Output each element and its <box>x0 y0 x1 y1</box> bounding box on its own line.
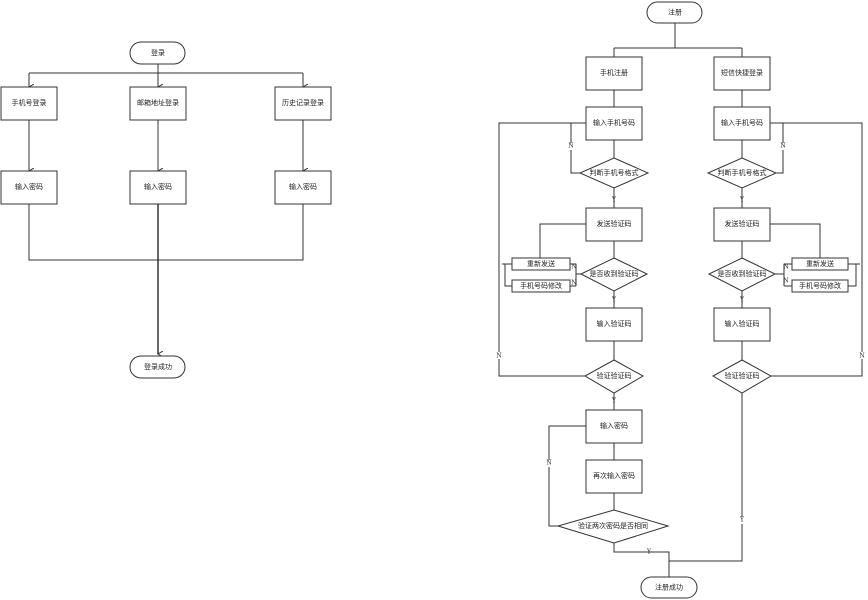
login-end-terminal <box>129 355 186 379</box>
edge-label-yes: Y <box>646 549 652 556</box>
right-resend-box <box>791 257 849 271</box>
edge-label-yes: Y <box>739 197 745 204</box>
right-verify-code-decision <box>711 359 773 394</box>
connector <box>613 543 670 577</box>
login-method-email <box>129 86 187 121</box>
edge-label-no: N <box>780 143 785 150</box>
loop-verify-no <box>770 122 863 377</box>
left-input-code <box>585 307 643 342</box>
right-input-code <box>713 307 771 342</box>
login-password-history <box>274 170 332 205</box>
left-received-code-label: 是否收到验证码 <box>590 269 639 278</box>
left-input-phone <box>585 106 643 141</box>
left-input-password <box>585 409 643 444</box>
edge-label-no: N <box>568 143 573 150</box>
login-password-phone <box>0 170 58 205</box>
loop-verify-no <box>498 122 585 377</box>
edge-label-yes: Y <box>611 197 617 204</box>
register-end-label: 注册成功 <box>655 583 683 592</box>
login-method-history-label: 历史记录登录 <box>282 98 324 107</box>
register-start-label: 注册 <box>668 8 682 17</box>
login-start-label: 登录 <box>151 48 165 57</box>
left-resend-box <box>511 257 571 271</box>
login-password-label: 输入密码 <box>289 182 317 191</box>
edge-label-yes: Y <box>611 398 617 405</box>
edge-label-yes: Y <box>611 297 617 304</box>
right-received-code-label: 是否收到验证码 <box>718 269 767 278</box>
login-method-phone-label: 手机号登录 <box>12 98 47 107</box>
login-password-label: 输入密码 <box>144 182 172 191</box>
connector <box>784 263 792 287</box>
left-check-format-label: 判断手机号格式 <box>590 168 639 177</box>
connector <box>28 204 304 261</box>
edge-label-no: N <box>496 353 501 360</box>
register-flow: 注册 手机注册 输入手机号码 判断手机号格式 发送验证码 是否收到验证码 重新发… <box>496 1 865 599</box>
edge-label-no: N <box>783 264 788 271</box>
login-method-history <box>274 86 332 121</box>
edge-label-no: N <box>546 460 551 467</box>
connector <box>504 263 512 287</box>
left-received-code-decision <box>579 257 649 292</box>
register-end-terminal <box>640 576 698 599</box>
left-modify-phone-box <box>511 279 571 293</box>
edge-label-no: N <box>859 353 864 360</box>
right-input-phone <box>713 106 771 141</box>
left-input-password-again-label: 再次输入密码 <box>593 471 635 480</box>
left-verify-code-label: 验证验证码 <box>597 371 632 380</box>
left-check-format-decision <box>578 157 650 189</box>
right-check-format-decision <box>706 157 778 189</box>
right-resend-label: 重新发送 <box>806 259 834 268</box>
left-verify-code-decision <box>583 359 645 394</box>
edge-label-no: N <box>783 278 788 285</box>
left-input-code-label: 输入验证码 <box>597 319 632 328</box>
left-resend-label: 重新发送 <box>527 259 555 268</box>
right-input-phone-label: 输入手机号码 <box>721 118 763 127</box>
left-input-password-again <box>585 459 643 494</box>
loop-password-no <box>548 425 586 527</box>
login-password-label: 输入密码 <box>15 182 43 191</box>
left-check-passwords-decision <box>556 509 670 544</box>
login-end-label: 登录成功 <box>144 362 172 371</box>
right-modify-phone-box <box>791 279 849 293</box>
left-modify-phone-label: 手机号码修改 <box>520 281 562 290</box>
login-method-phone <box>0 86 58 121</box>
right-send-code <box>713 207 771 242</box>
register-method-phone-label: 手机注册 <box>600 68 628 77</box>
edge-label-no: N <box>571 280 576 287</box>
login-password-email <box>129 170 187 205</box>
left-check-passwords-label: 验证两次密码是否相同 <box>578 521 648 530</box>
edge-label-no: N <box>571 264 576 271</box>
edge-label-yes: Y <box>739 517 745 524</box>
connector <box>770 223 821 258</box>
left-input-password-label: 输入密码 <box>600 421 628 430</box>
login-start-terminal <box>129 41 186 65</box>
right-modify-phone-label: 手机号码修改 <box>799 281 841 290</box>
register-start-terminal <box>646 1 703 24</box>
login-flow: 登录 手机号登录 邮箱地址登录 历史记录登录 输入密码 输入密码 输入密码 登录… <box>0 41 332 379</box>
right-send-code-label: 发送验证码 <box>725 219 760 228</box>
right-input-code-label: 输入验证码 <box>725 319 760 328</box>
connector <box>669 393 743 562</box>
register-method-phone <box>585 56 643 91</box>
connector <box>539 223 586 258</box>
register-method-sms <box>713 56 771 91</box>
login-method-email-label: 邮箱地址登录 <box>137 98 179 107</box>
left-send-code <box>585 207 643 242</box>
edge-label-yes: Y <box>739 297 745 304</box>
right-verify-code-label: 验证验证码 <box>725 371 760 380</box>
left-input-phone-label: 输入手机号码 <box>593 118 635 127</box>
connector <box>848 263 857 287</box>
register-method-sms-label: 短信快捷登录 <box>721 68 763 77</box>
right-check-format-label: 判断手机号格式 <box>718 168 767 177</box>
left-send-code-label: 发送验证码 <box>597 219 632 228</box>
right-received-code-decision <box>707 257 777 292</box>
